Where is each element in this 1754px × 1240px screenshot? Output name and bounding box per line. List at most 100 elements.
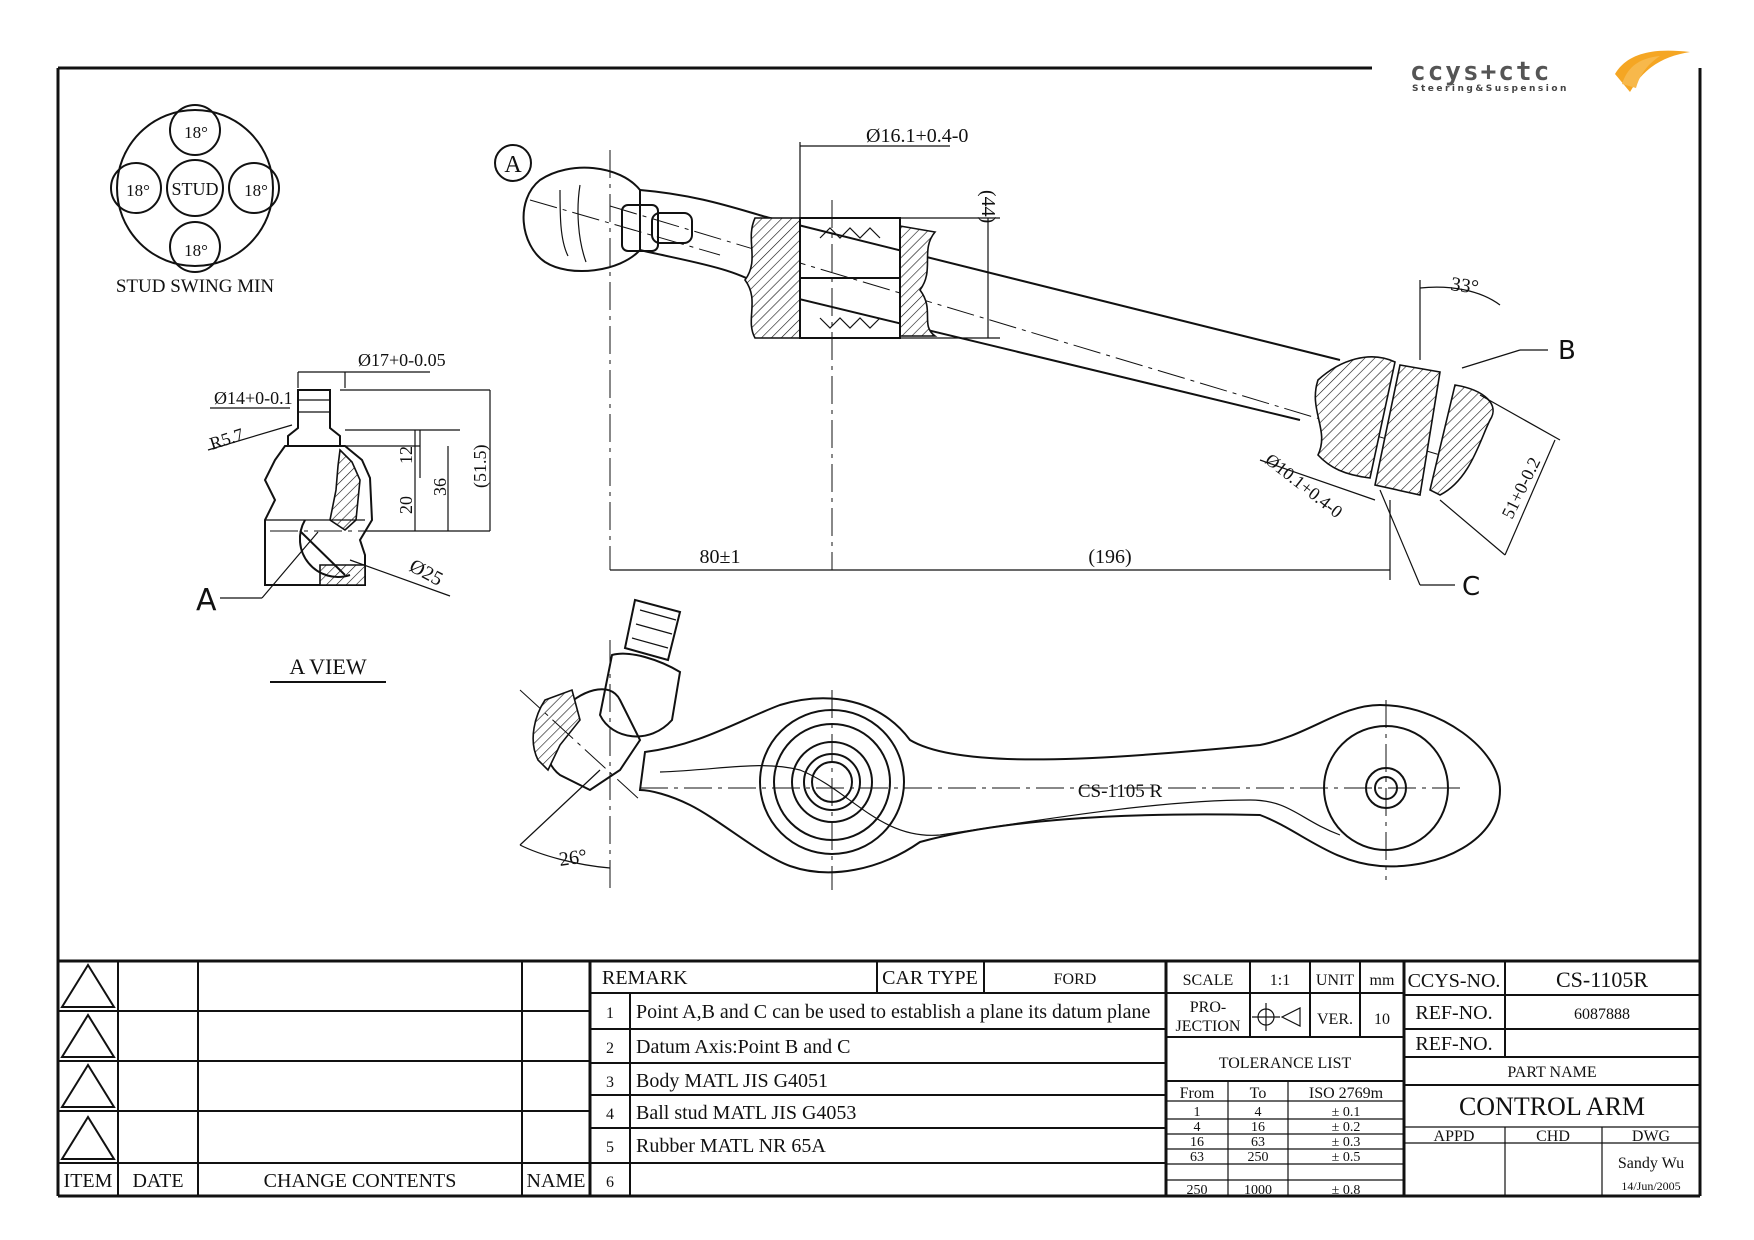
remark-text-1: Point A,B and C can be used to establish… bbox=[636, 1001, 1150, 1023]
ref-no-label-2: REF-NO. bbox=[1415, 1033, 1492, 1055]
stud-angle-right: 18° bbox=[244, 181, 268, 200]
dim-r57: R5.7 bbox=[207, 424, 246, 454]
rev-header-change: CHANGE CONTENTS bbox=[264, 1170, 457, 1192]
top-view: A Ø16.1+0.4-0 (44) bbox=[494, 125, 1576, 602]
dwg-label: DWG bbox=[1632, 1128, 1671, 1145]
drawing-date: 14/Jun/2005 bbox=[1621, 1179, 1680, 1193]
rev-header-item: ITEM bbox=[64, 1170, 113, 1192]
unit-value: mm bbox=[1370, 972, 1395, 989]
ccys-no-label: CCYS-NO. bbox=[1408, 970, 1501, 992]
stud-swing-caption: STUD SWING MIN bbox=[116, 276, 275, 297]
car-type-value: FORD bbox=[1054, 971, 1097, 988]
tol-row-3-from: 16 bbox=[1190, 1135, 1204, 1150]
tol-row-4-to: 250 bbox=[1248, 1150, 1269, 1165]
part-name-value: CONTROL ARM bbox=[1459, 1092, 1645, 1121]
remark-text-2: Datum Axis:Point B and C bbox=[636, 1036, 850, 1058]
logo-swoosh-icon bbox=[1615, 50, 1690, 92]
tol-header-from: From bbox=[1180, 1085, 1215, 1102]
revision-triangle-1 bbox=[60, 963, 116, 1008]
side-view: CS-1105 R 26° bbox=[519, 598, 1502, 890]
revision-triangle-2 bbox=[60, 1013, 116, 1058]
drawing-border bbox=[56, 66, 1702, 1198]
dim-h36: 36 bbox=[430, 478, 450, 496]
rev-header-date: DATE bbox=[132, 1170, 183, 1192]
title-block: CCYS-NO. CS-1105R REF-NO. 6087888 REF-NO… bbox=[1404, 961, 1700, 1196]
ccys-no-value: CS-1105R bbox=[1556, 967, 1648, 992]
unit-label: UNIT bbox=[1316, 972, 1354, 989]
tolerance-title: TOLERANCE LIST bbox=[1219, 1055, 1352, 1072]
tol-row-2-from: 4 bbox=[1194, 1120, 1201, 1135]
tol-row-5-val: ± 0.8 bbox=[1332, 1183, 1361, 1198]
company-logo: ccys+ctc Steering&Suspension bbox=[1410, 50, 1690, 94]
remark-text-4: Ball stud MATL JIS G4053 bbox=[636, 1102, 856, 1124]
stud-swing-diagram: STUD 18° 18° 18° 18° STUD SWING MIN bbox=[110, 104, 280, 297]
car-type-label: CAR TYPE bbox=[882, 967, 978, 989]
top-label-a: A bbox=[504, 152, 522, 178]
remark-no-2: 2 bbox=[606, 1040, 614, 1057]
revision-table: ITEM DATE CHANGE CONTENTS NAME bbox=[58, 960, 592, 1196]
chd-label: CHD bbox=[1536, 1128, 1570, 1145]
dim-d25: Ø25 bbox=[406, 555, 447, 591]
tol-header-to: To bbox=[1250, 1085, 1267, 1102]
tol-row-2-to: 16 bbox=[1251, 1120, 1265, 1135]
tol-row-5-to: 1000 bbox=[1244, 1183, 1272, 1198]
tol-row-3-to: 63 bbox=[1251, 1135, 1265, 1150]
dim-d161: Ø16.1+0.4-0 bbox=[866, 125, 968, 147]
top-label-c: C bbox=[1462, 572, 1480, 602]
remark-text-3: Body MATL JIS G4051 bbox=[636, 1070, 828, 1092]
appd-label: APPD bbox=[1434, 1128, 1475, 1145]
tol-row-2-val: ± 0.2 bbox=[1332, 1120, 1361, 1135]
dim-h12: 12 bbox=[396, 446, 416, 464]
dim-h20: 20 bbox=[396, 496, 416, 514]
tol-row-1-from: 1 bbox=[1194, 1105, 1201, 1120]
tol-row-4-from: 63 bbox=[1190, 1150, 1204, 1165]
scale-value: 1:1 bbox=[1270, 972, 1290, 989]
stud-angle-left: 18° bbox=[126, 181, 150, 200]
a-view-caption: A VIEW bbox=[289, 654, 366, 679]
dim-h44: (44) bbox=[977, 190, 999, 223]
stud-label: STUD bbox=[171, 179, 218, 199]
remark-table: REMARK CAR TYPE FORD 1 Point A,B and C c… bbox=[58, 959, 1700, 1196]
dim-l80: 80±1 bbox=[700, 546, 741, 568]
top-label-b: B bbox=[1558, 336, 1576, 366]
ver-label: VER. bbox=[1317, 1011, 1353, 1028]
drawn-by: Sandy Wu bbox=[1618, 1155, 1684, 1172]
projection-label-2: JECTION bbox=[1176, 1018, 1241, 1035]
ver-value: 10 bbox=[1374, 1011, 1390, 1028]
remark-header: REMARK bbox=[602, 967, 688, 989]
tol-row-4-val: ± 0.5 bbox=[1332, 1150, 1361, 1165]
remark-no-5: 5 bbox=[606, 1139, 614, 1156]
dim-w51: 51+0-0.2 bbox=[1498, 454, 1545, 522]
ref-no-label-1: REF-NO. bbox=[1415, 1002, 1492, 1024]
dim-d14: Ø14+0-0.1 bbox=[214, 388, 293, 408]
tol-header-iso: ISO 2769m bbox=[1309, 1085, 1384, 1102]
tol-row-3-val: ± 0.3 bbox=[1332, 1135, 1361, 1150]
a-view-point-label: A bbox=[196, 583, 217, 618]
stud-angle-top: 18° bbox=[184, 123, 208, 142]
a-view-section: Ø17+0-0.05 Ø14+0-0.1 R5.7 12 20 36 (51.5… bbox=[196, 350, 491, 683]
dim-h515: (51.5) bbox=[470, 445, 491, 489]
rev-header-name: NAME bbox=[527, 1170, 586, 1192]
side-part-mark: CS-1105 R bbox=[1078, 781, 1163, 802]
dim-l196: (196) bbox=[1088, 546, 1131, 568]
dim-a33: 33° bbox=[1449, 273, 1480, 299]
third-angle-projection-icon bbox=[1252, 1003, 1301, 1031]
ref-no-value: 6087888 bbox=[1574, 1006, 1630, 1023]
stud-angle-bottom: 18° bbox=[184, 241, 208, 260]
tol-row-1-val: ± 0.1 bbox=[1332, 1105, 1361, 1120]
revision-triangle-4 bbox=[60, 1115, 116, 1160]
tol-row-5-from: 250 bbox=[1187, 1183, 1208, 1198]
tol-row-1-to: 4 bbox=[1255, 1105, 1262, 1120]
part-name-label: PART NAME bbox=[1507, 1064, 1596, 1081]
projection-label-1: PRO- bbox=[1190, 999, 1226, 1016]
remark-no-1: 1 bbox=[606, 1005, 614, 1022]
logo-tagline: Steering&Suspension bbox=[1412, 84, 1569, 94]
scale-label: SCALE bbox=[1183, 972, 1234, 989]
dim-d17: Ø17+0-0.05 bbox=[358, 350, 446, 370]
remark-no-4: 4 bbox=[606, 1106, 614, 1123]
logo-brand: ccys+ctc bbox=[1410, 57, 1551, 87]
remark-text-5: Rubber MATL NR 65A bbox=[636, 1135, 826, 1157]
dim-a26: 26° bbox=[558, 845, 589, 871]
remark-no-3: 3 bbox=[606, 1074, 614, 1091]
